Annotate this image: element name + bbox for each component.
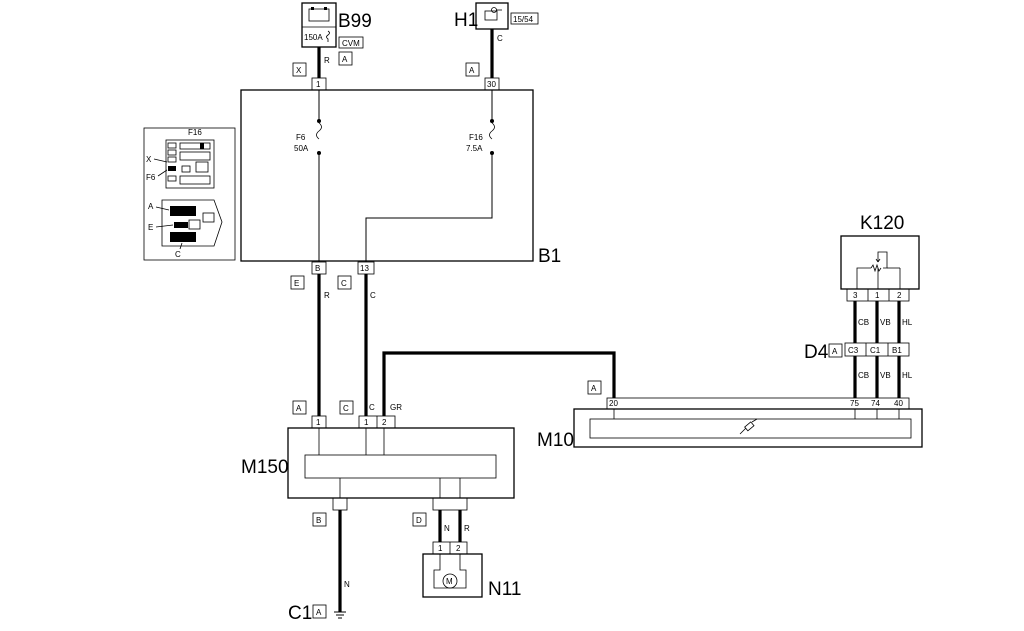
m150-label: M150 [241, 457, 289, 478]
n11-pin-1: 1 [438, 544, 443, 553]
m10-label: M10 [537, 430, 574, 451]
wire-color-d4-cb: CB [858, 371, 869, 380]
fuse-f6-name: F6 [296, 133, 306, 142]
m10-pin-75: 75 [850, 399, 859, 408]
injector-icon [739, 418, 758, 435]
m150-connector-b: B [316, 516, 321, 525]
m10-pin-20: 20 [609, 399, 618, 408]
h1-tag: 15/54 [513, 15, 534, 24]
k120-box [840, 235, 920, 290]
svg-text:M: M [446, 577, 453, 586]
d4-pin-c1: C1 [870, 346, 881, 355]
b1-label: B1 [538, 246, 561, 267]
motor-icon: M [442, 573, 458, 589]
inset-a-label: A [148, 202, 154, 211]
fuse-icon [326, 30, 330, 42]
b1-pin-1: 1 [316, 80, 321, 89]
fuse-icon [316, 122, 322, 140]
m10-component: A 20 75 74 40 M10 [537, 380, 923, 451]
b1-box [240, 89, 534, 262]
k120-label: K120 [860, 213, 904, 234]
inset-f16-label: F16 [188, 128, 202, 137]
wire-color-d4-vb: VB [880, 371, 891, 380]
wire-color-c1: N [344, 580, 350, 589]
m150-pin-1c: 1 [364, 418, 369, 427]
wire-color-d4-hl: HL [902, 371, 913, 380]
wire-color-k120-cb: CB [858, 318, 869, 327]
m10-connector-a: A [591, 384, 597, 393]
fuse-f16-rating: 7.5A [466, 144, 483, 153]
b1-connector-e: E [294, 279, 299, 288]
n11-label: N11 [488, 579, 521, 600]
fuse-icon [489, 122, 495, 140]
potentiometer-icon [856, 251, 901, 289]
h1-label: H1 [454, 10, 478, 31]
wire-color-n11-r: R [464, 524, 470, 533]
b1-pin-13: 13 [360, 264, 369, 273]
k120-pin-2: 2 [897, 291, 902, 300]
wire-m150-m10-gr [382, 351, 616, 416]
wire-color-n11-n: N [444, 524, 450, 533]
b99-connector-a: A [342, 55, 348, 64]
wire-color-m150-gr: GR [390, 403, 402, 412]
ground-icon [334, 611, 346, 619]
n11-pin-2: 2 [456, 544, 461, 553]
wire-color-k120-hl: HL [902, 318, 913, 327]
b1-pin-30: 30 [487, 80, 496, 89]
wire-color-b1-c: C [370, 291, 376, 300]
fusebox-location-inset: F16 X F6 A E C [143, 127, 236, 261]
ignition-switch-icon [484, 7, 502, 21]
inset-e-label: E [148, 223, 153, 232]
inset-x-label: X [146, 155, 152, 164]
m150-component: A C C GR 1 1 2 M150 B D [241, 400, 515, 527]
b1-connector-c: C [341, 279, 347, 288]
wire-color-m150-c: C [369, 403, 375, 412]
m10-pin-40: 40 [894, 399, 903, 408]
k120-component: K120 3 1 2 [840, 213, 920, 302]
wire-color-b99: R [324, 56, 330, 65]
b1-component: 1 30 B1 F6 50A F16 7.5A B 13 [240, 77, 561, 275]
b1-connector-x: X [296, 66, 302, 75]
b99-component: 150A B99 CVM A [301, 2, 372, 66]
d4-pin-b1: B1 [892, 346, 902, 355]
d4-connector: D4 A C3 C1 B1 [804, 342, 910, 363]
m10-pin-74: 74 [871, 399, 880, 408]
fuse-f6-rating: 50A [294, 144, 309, 153]
b99-fuse-rating: 150A [304, 33, 323, 42]
battery-icon [308, 7, 330, 22]
b99-label: B99 [338, 11, 372, 32]
b99-tag: CVM [342, 39, 360, 48]
m150-box [287, 427, 515, 499]
n11-box [422, 553, 483, 598]
d4-connector-a: A [832, 347, 838, 356]
wire-color-h1: C [497, 34, 503, 43]
d4-pin-c3: C3 [848, 346, 859, 355]
m150-connector-a: A [296, 404, 302, 413]
inset-f6-label: F6 [146, 173, 156, 182]
m150-connector-d: D [416, 516, 422, 525]
m150-pin-2: 2 [382, 418, 387, 427]
wire-color-k120-vb: VB [880, 318, 891, 327]
c1-connector-a: A [316, 608, 322, 617]
k120-pin-1: 1 [875, 291, 880, 300]
wire-color-b1-r: R [324, 291, 330, 300]
fuse-f16-name: F16 [469, 133, 483, 142]
n11-component: 1 2 M N11 [422, 541, 521, 600]
b1-connector-a: A [469, 66, 475, 75]
k120-pin-3: 3 [853, 291, 858, 300]
h1-component: H1 15/54 [454, 2, 539, 31]
b1-pin-b: B [315, 264, 320, 273]
m150-pin-1a: 1 [316, 418, 321, 427]
m150-connector-c: C [343, 404, 349, 413]
h1-box [475, 2, 509, 30]
d4-label: D4 [804, 342, 829, 363]
c1-label: C1 [288, 603, 312, 624]
inset-c-label: C [175, 250, 181, 259]
m10-box [573, 408, 923, 448]
